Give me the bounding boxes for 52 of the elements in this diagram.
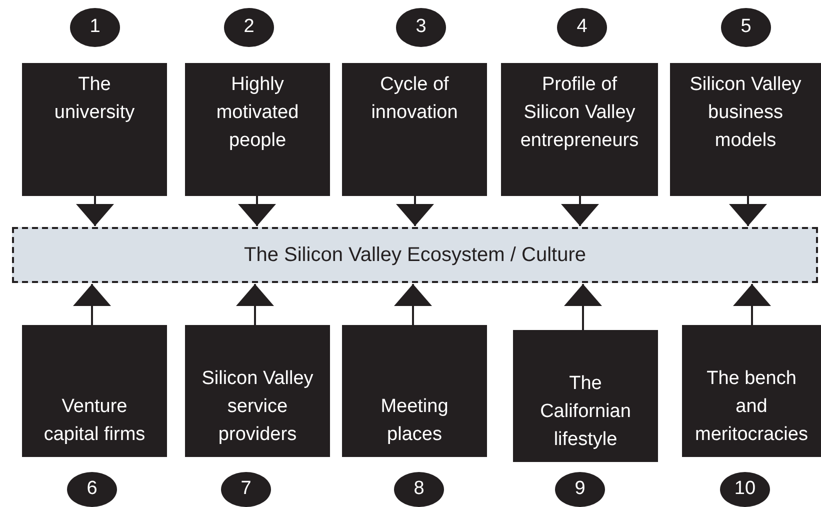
node-text: 3 — [416, 15, 426, 40]
node-text: The Silicon Valley Ecosystem / Culture — [244, 243, 586, 268]
ecosystem-band — [12, 227, 818, 283]
callout-box — [185, 325, 330, 457]
node-text: Profile of Silicon Valley entrepreneurs — [519, 73, 640, 153]
number-badge — [721, 8, 771, 47]
callout-box — [185, 63, 330, 196]
callout-box — [682, 325, 821, 457]
node-text: The university — [53, 73, 136, 125]
pointer-arrow — [238, 196, 276, 226]
callout-box — [22, 325, 167, 457]
callout-box — [670, 63, 821, 196]
number-badge — [555, 472, 605, 507]
node-text: 5 — [740, 15, 752, 40]
node-text: Highly motivated people — [215, 73, 300, 153]
number-badge — [67, 472, 117, 507]
node-text: 9 — [574, 477, 586, 502]
callout-box — [501, 63, 658, 196]
callout-box — [342, 325, 487, 457]
node-text: Silicon Valley service providers — [200, 367, 314, 447]
number-badge — [221, 472, 271, 507]
number-badge — [224, 8, 274, 47]
node-text: Cycle of innovation — [370, 73, 459, 125]
number-badge — [557, 8, 607, 47]
node-text: 6 — [86, 477, 98, 502]
node-text: 1 — [90, 15, 100, 40]
node-text: 4 — [576, 15, 588, 40]
pointer-arrow — [729, 196, 767, 226]
node-text: 10 — [734, 477, 756, 502]
pointer-arrow — [564, 284, 602, 330]
callout-box — [22, 63, 167, 196]
node-text: Meeting places — [380, 395, 450, 447]
node-text: 8 — [414, 477, 424, 502]
callout-box — [342, 63, 487, 196]
node-text: The bench and meritocracies — [694, 367, 809, 447]
number-badge — [396, 8, 446, 47]
pointer-arrow — [733, 284, 771, 325]
node-text: The Californian lifestyle — [539, 372, 632, 452]
number-badge — [720, 472, 770, 507]
callout-box — [513, 330, 658, 462]
pointer-arrow — [561, 196, 599, 226]
pointer-arrow — [236, 284, 274, 325]
number-badge — [394, 472, 444, 507]
node-text: 7 — [240, 477, 252, 502]
node-text: 2 — [244, 15, 254, 40]
node-text: Venture capital firms — [42, 395, 146, 447]
pointer-arrow — [394, 284, 432, 325]
pointer-arrow — [76, 196, 114, 226]
pointer-arrow — [396, 196, 434, 226]
number-badge — [70, 8, 120, 47]
node-text: Silicon Valley business models — [688, 73, 802, 153]
pointer-arrow — [73, 284, 111, 325]
